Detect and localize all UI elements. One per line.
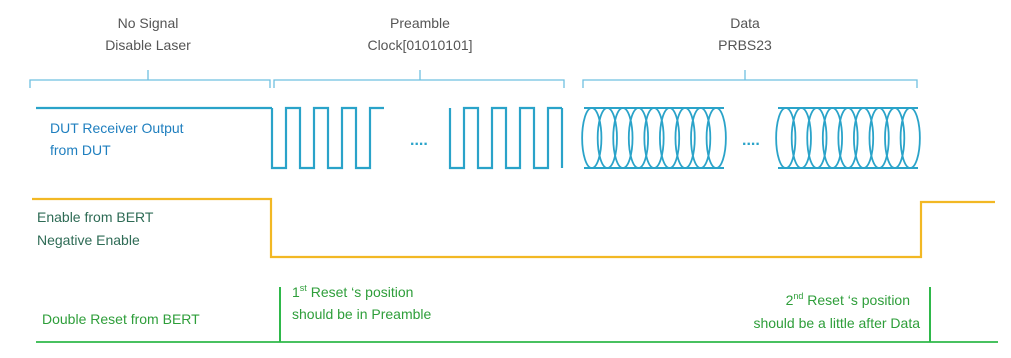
no-signal-brace — [29, 70, 271, 88]
enable-waveform — [32, 197, 995, 259]
eye-opening — [806, 107, 828, 169]
enable-label-line2: Negative Enable — [37, 232, 140, 248]
data-title: Data — [730, 15, 760, 31]
preamble-subtitle: Clock[01010101] — [367, 37, 472, 53]
eye-opening — [884, 107, 906, 169]
eye-opening — [612, 107, 634, 169]
eye-opening — [790, 107, 812, 169]
reset-label: Double Reset from BERT — [42, 311, 200, 327]
eye-opening — [705, 107, 727, 169]
reset1-annotation-line1: 1st Reset ‘s position — [292, 283, 413, 300]
data-brace — [582, 70, 918, 88]
no-signal-subtitle: Disable Laser — [105, 37, 191, 53]
eye-opening — [899, 107, 921, 169]
eye-opening — [627, 107, 649, 169]
eye-opening — [837, 107, 859, 169]
preamble-ellipsis: .... — [410, 132, 428, 149]
dut-label-line1: DUT Receiver Output — [50, 120, 184, 136]
eye-opening — [643, 107, 665, 169]
eye-opening — [853, 107, 875, 169]
eye-opening — [821, 107, 843, 169]
eye-opening — [659, 107, 681, 169]
eye-opening — [690, 107, 712, 169]
preamble-clock-right — [448, 106, 562, 170]
data-eye-pattern-1 — [581, 107, 727, 169]
eye-opening — [674, 107, 696, 169]
no-signal-title: No Signal — [118, 15, 179, 31]
reset2-annotation-line2: should be a little after Data — [753, 315, 920, 331]
eye-opening — [868, 107, 890, 169]
dut-waveform — [36, 106, 564, 170]
preamble-title: Preamble — [390, 15, 450, 31]
data-eye-pattern-2 — [775, 107, 921, 169]
preamble-clock-left — [270, 106, 384, 170]
dut-label-line2: from DUT — [50, 142, 111, 158]
reset2-annotation-line1: 2nd Reset ‘s position — [786, 291, 910, 308]
data-subtitle: PRBS23 — [718, 37, 772, 53]
eye-opening — [775, 107, 797, 169]
preamble-brace — [273, 70, 565, 88]
eye-opening — [596, 107, 618, 169]
enable-label-line1: Enable from BERT — [37, 209, 154, 225]
eye-opening — [581, 107, 603, 169]
reset1-annotation-line2: should be in Preamble — [292, 306, 432, 322]
data-ellipsis: .... — [742, 132, 760, 149]
